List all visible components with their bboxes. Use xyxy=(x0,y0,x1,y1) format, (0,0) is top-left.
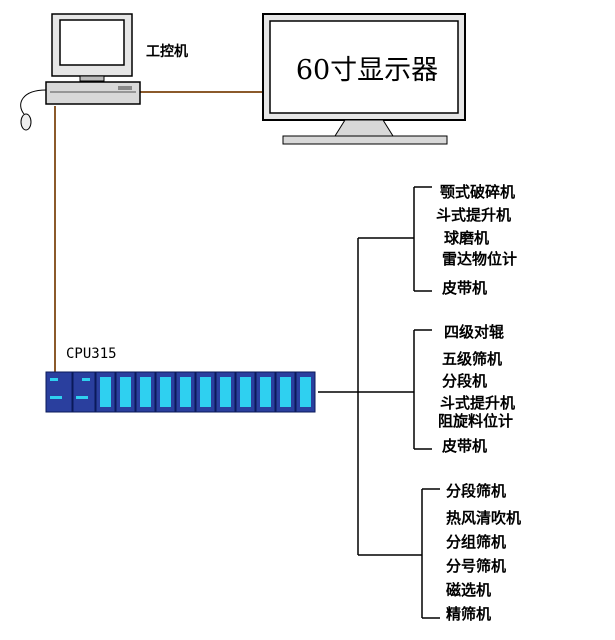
group-3-bracket xyxy=(421,488,440,619)
monitor-icon xyxy=(262,13,466,145)
device-label: 分段筛机 xyxy=(446,482,507,500)
device-label: 精筛机 xyxy=(446,605,492,623)
group-1-bracket xyxy=(413,186,432,292)
device-label: 皮带机 xyxy=(442,437,488,455)
device-label: 皮带机 xyxy=(442,279,488,297)
cpu-module xyxy=(72,371,96,413)
device-label: 磁选机 xyxy=(446,581,492,599)
plc-label: CPU315 xyxy=(66,346,117,362)
device-label: 球磨机 xyxy=(444,229,490,247)
device-label: 热风清吹机 xyxy=(446,509,522,527)
device-label: 雷达物位计 xyxy=(442,250,518,268)
device-label: 四级对辊 xyxy=(444,323,505,341)
device-label: 分号筛机 xyxy=(446,557,507,575)
device-label: 斗式提升机 xyxy=(440,394,516,412)
device-label: 分段机 xyxy=(442,372,488,390)
monitor-label: 60寸显示器 xyxy=(295,55,439,86)
device-label: 颚式破碎机 xyxy=(440,183,516,201)
power-module xyxy=(45,371,73,413)
pc-icon xyxy=(20,13,141,131)
group-2-bracket xyxy=(413,329,432,450)
device-label: 五级筛机 xyxy=(442,350,503,368)
plc-rack xyxy=(45,371,316,413)
pc-label: 工控机 xyxy=(146,44,188,60)
device-label: 阻旋料位计 xyxy=(438,412,514,430)
device-label: 斗式提升机 xyxy=(436,206,512,224)
device-label: 分组筛机 xyxy=(446,533,507,551)
